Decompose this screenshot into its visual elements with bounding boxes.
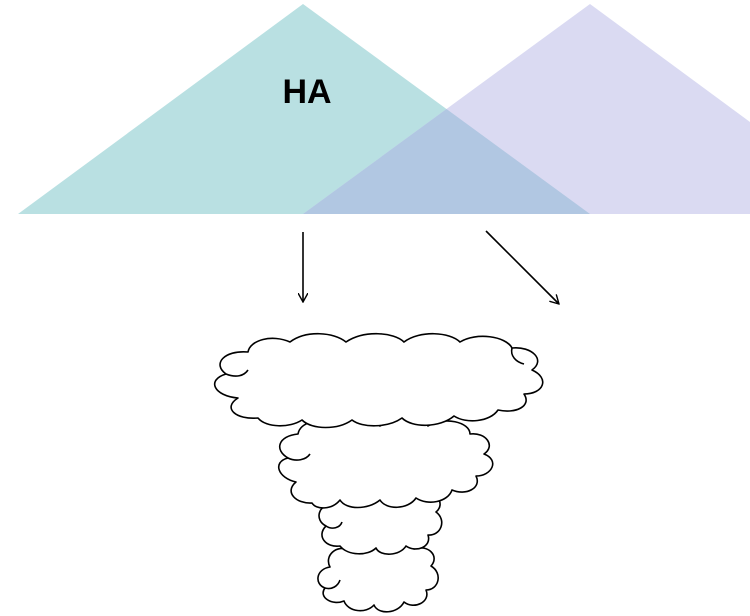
arrow-diagonal [485, 230, 559, 304]
cloud-top [213, 332, 544, 429]
cloud-bottom-curl [324, 579, 341, 590]
triangle-label-ha: HA [282, 73, 332, 111]
cloud-top-curl-left [225, 369, 249, 377]
cloud-mid-curl [287, 453, 311, 461]
cloud-top-curl-right [510, 347, 525, 365]
cloud-low-curl [325, 521, 343, 529]
cloud-upper-middle [277, 416, 494, 509]
cloud-stack [213, 332, 544, 613]
